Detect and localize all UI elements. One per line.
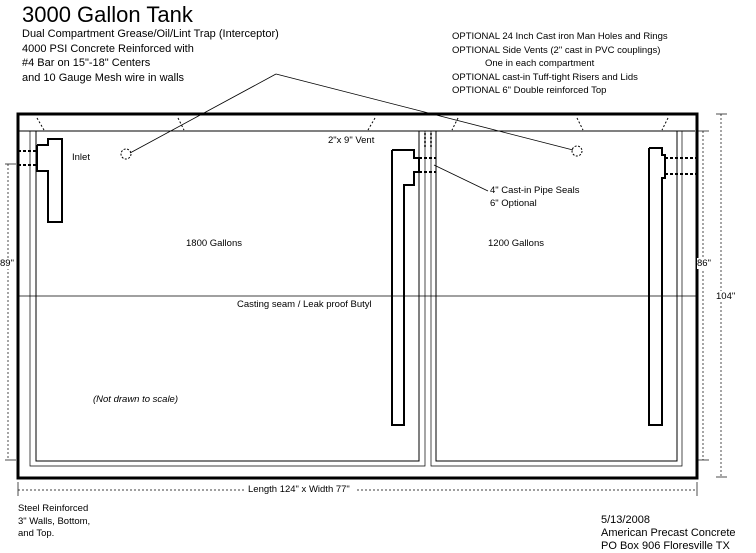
- company-address: PO Box 906 Floresville TX: [601, 540, 730, 552]
- crossover-wall-seal: [419, 157, 436, 173]
- spec-line: and 10 Gauge Mesh wire in walls: [22, 71, 185, 84]
- pipe-seals-optional-label: 6" Optional: [490, 198, 537, 209]
- manhole-marker-right: [571, 145, 583, 157]
- steel-note-line: 3" Walls, Bottom,: [18, 515, 91, 527]
- option-line: One in each compartment: [485, 58, 595, 69]
- right-capacity-label: 1200 Gallons: [488, 238, 544, 249]
- crossover-tee: [391, 149, 420, 426]
- pipe-seals-label: 4" Cast-in Pipe Seals: [490, 185, 580, 196]
- pipe-seal-pointer: [433, 164, 489, 192]
- outlet-tee: [648, 147, 666, 426]
- steel-note-line: and Top.: [18, 528, 55, 539]
- dimension-bottom-label: Length 124" x Width 77": [248, 484, 350, 495]
- top-reinforcement-ticks: [36, 117, 669, 131]
- options-block: OPTIONAL 24 Inch Cast iron Man Holes and…: [452, 30, 668, 98]
- spec-line: Dual Compartment Grease/Oil/Lint Trap (I…: [22, 28, 279, 40]
- right-compartment-outer: [430, 131, 683, 467]
- inlet-wall-seal: [18, 150, 37, 166]
- option-line: OPTIONAL Side Vents (2" cast in PVC coup…: [452, 44, 661, 56]
- company-block: 5/13/2008 American Precast Concrete PO B…: [601, 514, 736, 553]
- dimension-right-outer-label: 104": [716, 291, 736, 302]
- casting-seam-label: Casting seam / Leak proof Butyl: [237, 299, 372, 310]
- outlet-wall-seal: [665, 157, 697, 175]
- inlet-pipe: [36, 138, 63, 223]
- diagram-title: 3000 Gallon Tank: [22, 2, 193, 27]
- company-name: American Precast Concrete: [601, 527, 736, 539]
- manhole-pointer-right: [275, 73, 574, 151]
- not-to-scale-note: (Not drawn to scale): [93, 394, 179, 405]
- steel-note-line: Steel Reinforced: [18, 503, 89, 514]
- drawing-date: 5/13/2008: [601, 514, 650, 526]
- spec-line: 4000 PSI Concrete Reinforced with: [22, 42, 194, 55]
- dimension-left-label: 89": [0, 258, 14, 269]
- left-capacity-label: 1800 Gallons: [186, 238, 242, 249]
- dimension-bottom: [17, 482, 698, 496]
- dimension-right-inner-label: 86": [697, 258, 711, 269]
- option-line: OPTIONAL cast-in Tuff-tight Risers and L…: [452, 71, 638, 83]
- option-line: OPTIONAL 24 Inch Cast iron Man Holes and…: [452, 31, 668, 42]
- left-compartment-outer: [29, 131, 426, 467]
- vent-label: 2"x 9" Vent: [328, 135, 375, 146]
- inlet-label: Inlet: [72, 152, 90, 163]
- spec-block: Dual Compartment Grease/Oil/Lint Trap (I…: [22, 27, 279, 85]
- dimension-left: [5, 163, 16, 461]
- option-line: OPTIONAL 6" Double reinforced Top: [452, 85, 607, 96]
- manhole-marker-left: [120, 148, 132, 160]
- manhole-pointer-left: [129, 73, 277, 154]
- dimension-right-inner: [698, 130, 709, 461]
- steel-note: Steel Reinforced 3" Walls, Bottom, and T…: [18, 503, 90, 541]
- spec-line: #4 Bar on 15"-18" Centers: [22, 57, 151, 69]
